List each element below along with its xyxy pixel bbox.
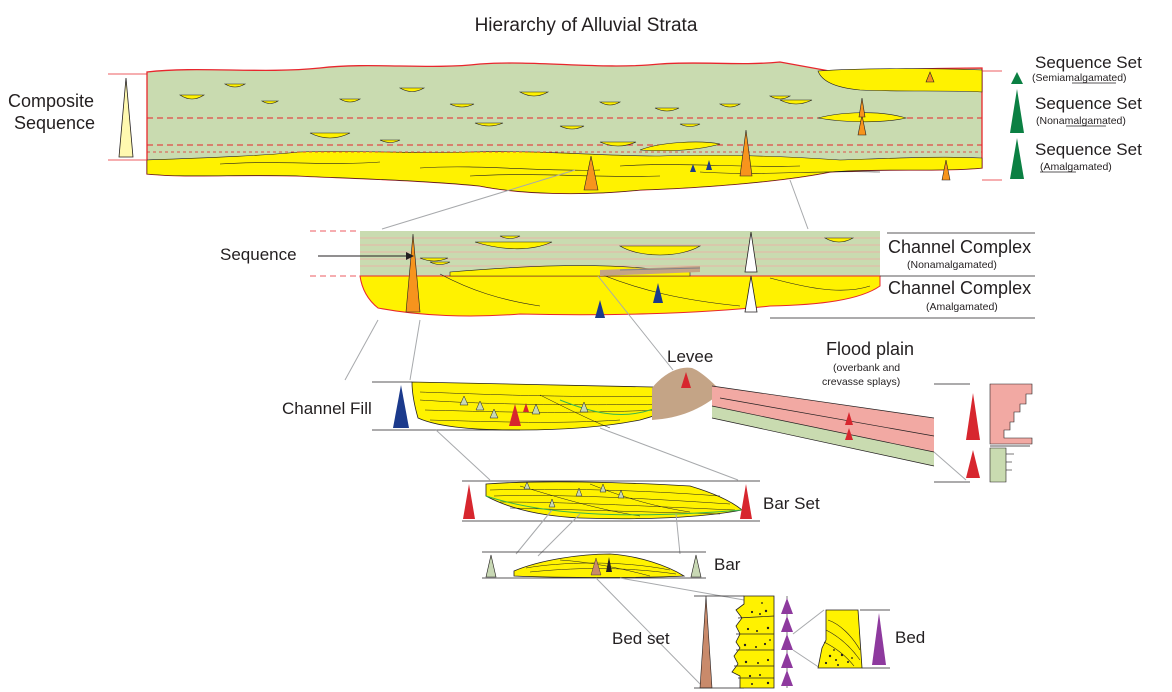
bed-set-purple-triangles [781, 598, 793, 686]
bed-set-label: Bed set [612, 629, 670, 648]
bed-set-tall-triangle [700, 596, 712, 688]
amalgamated-sand-body [360, 276, 880, 316]
zoom-guide-line [600, 428, 738, 480]
bar-triangle [486, 555, 496, 577]
flood-plain-detail-line2: crevasse splays) [822, 376, 900, 388]
composite-sequence-triangle [119, 78, 133, 157]
bar-set-label: Bar Set [763, 494, 820, 513]
sequence-set-3-label: Sequence Set [1035, 140, 1142, 159]
zoom-guide-line [410, 320, 420, 380]
zoom-guide-line [620, 578, 744, 600]
zoom-guide-line [793, 650, 820, 668]
bed-purple-triangle [781, 616, 793, 632]
channel-fill-triangle [393, 385, 409, 428]
sequence-set-3-qualifier: (Amalgamated) [1040, 161, 1112, 173]
sequence-label: Sequence [220, 245, 297, 264]
channel-fill-label: Channel Fill [282, 399, 372, 418]
bed-triangle [872, 613, 886, 665]
bed-purple-triangle [781, 652, 793, 668]
zoom-guide-line [790, 180, 808, 229]
zoom-guide-line [538, 514, 580, 556]
bed-panel [818, 610, 890, 668]
bed-purple-triangle [781, 670, 793, 686]
zoom-guide-line [345, 320, 378, 380]
bed-set-column [732, 596, 774, 688]
sequence-set-2-qualifier: (Nonamalgamated) [1036, 115, 1126, 127]
bar-set-triangle [740, 484, 752, 519]
zoom-guide-line [676, 514, 680, 554]
sequence-set-triangle [1010, 89, 1024, 133]
bed-set-panel [694, 596, 793, 688]
bar-label: Bar [714, 555, 741, 574]
sequence-set-1-label: Sequence Set [1035, 53, 1142, 72]
bed-purple-triangle [781, 634, 793, 650]
flood-plain-detail-line1: (overbank and [833, 362, 900, 374]
channel-complex-2-label: Channel Complex [888, 278, 1031, 298]
sequence-set-triangle [1010, 138, 1024, 179]
channel-complex-2-qualifier: (Amalgamated) [926, 301, 998, 313]
composite-sequence-label-line1: Composite [8, 91, 94, 111]
bar-triangle [691, 555, 701, 577]
sequence-set-triangle [1011, 72, 1023, 84]
sequence-set-1-qualifier: (Semiamalgamated) [1032, 72, 1127, 84]
flood-plain-column-pink [990, 384, 1032, 444]
diagram-title: Hierarchy of Alluvial Strata [475, 15, 698, 36]
bar-set-panel [462, 481, 760, 521]
flood-plain-column-ticks [1006, 454, 1014, 470]
bar-set-triangle [463, 484, 475, 519]
sequence-set-2-label: Sequence Set [1035, 94, 1142, 113]
zoom-guide-line [436, 430, 490, 480]
flood-plain-column-triangle [966, 450, 980, 478]
zoom-guide-line [793, 610, 824, 634]
channel-complex-1-qualifier: (Nonamalgamated) [907, 259, 997, 271]
bed-purple-triangle [781, 598, 793, 614]
bed-label: Bed [895, 628, 925, 647]
flood-plain-column-triangle [966, 393, 980, 440]
bar-panel [482, 552, 706, 578]
composite-sequence-label-line2: Sequence [14, 113, 95, 133]
composite-sequence-panel [108, 62, 1002, 193]
levee-label: Levee [667, 347, 713, 366]
flood-plain-column [966, 384, 1032, 482]
channel-complex-1-label: Channel Complex [888, 237, 1031, 257]
zoom-guide-line [934, 452, 966, 480]
flood-plain-label: Flood plain [826, 339, 914, 359]
flood-plain-column-green [990, 448, 1006, 482]
